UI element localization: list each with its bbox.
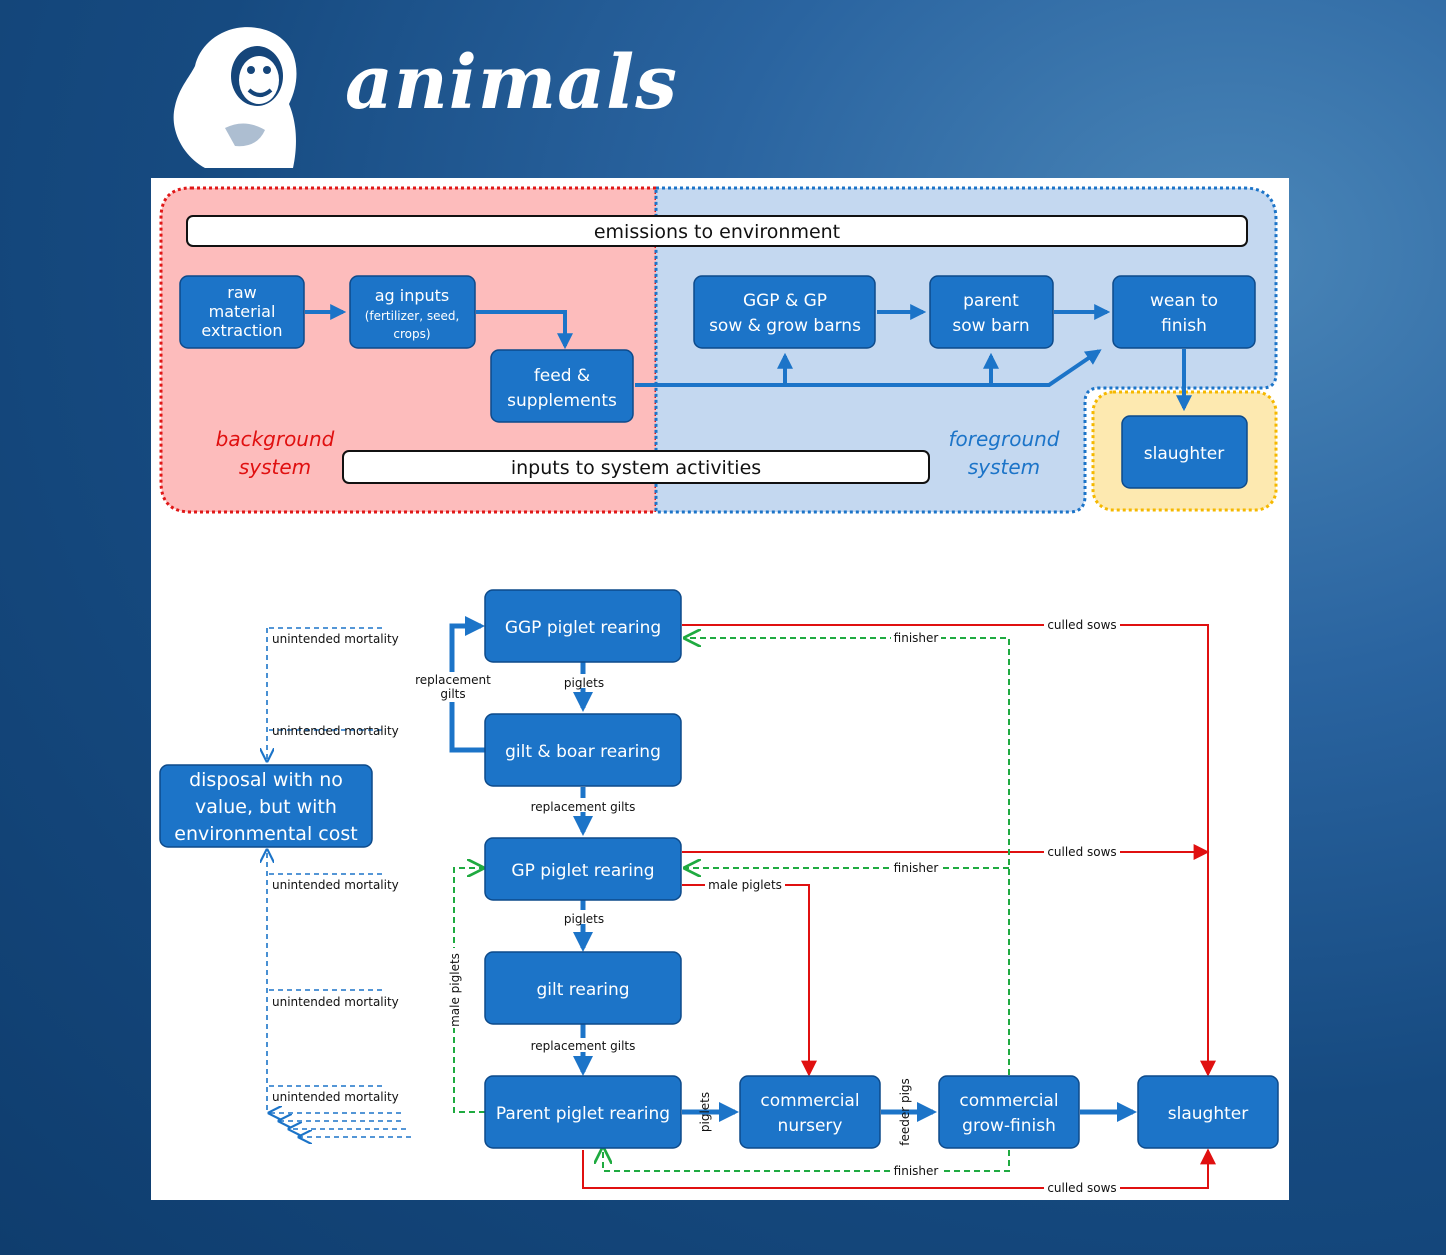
parent-piglet-rearing-box: Parent piglet rearing xyxy=(484,1075,682,1149)
svg-text:slaughter: slaughter xyxy=(1144,444,1224,464)
svg-text:finisher: finisher xyxy=(894,631,939,645)
svg-text:unintended mortality: unintended mortality xyxy=(272,632,399,646)
svg-text:extraction: extraction xyxy=(201,321,282,340)
svg-text:slaughter: slaughter xyxy=(1168,1104,1248,1124)
svg-text:sow barn: sow barn xyxy=(952,316,1029,336)
svg-text:unintended mortality: unintended mortality xyxy=(272,878,399,892)
top-slaughter-box: slaughter xyxy=(1121,415,1248,489)
svg-text:sow & grow barns: sow & grow barns xyxy=(709,316,861,336)
ggp-gp-barns-box: GGP & GP sow & grow barns xyxy=(693,275,876,349)
svg-text:feed &: feed & xyxy=(534,366,590,386)
svg-text:feeder pigs: feeder pigs xyxy=(898,1078,912,1146)
svg-text:piglets: piglets xyxy=(698,1092,712,1132)
ag-inputs-box: ag inputs (fertilizer, seed, crops) xyxy=(349,275,476,349)
svg-text:GP piglet rearing: GP piglet rearing xyxy=(511,861,654,881)
svg-text:male piglets: male piglets xyxy=(448,953,462,1027)
svg-text:unintended mortality: unintended mortality xyxy=(272,724,399,738)
svg-text:commercial: commercial xyxy=(959,1091,1058,1111)
svg-text:piglets: piglets xyxy=(564,912,604,926)
ggp-piglet-rearing-box: GGP piglet rearing xyxy=(484,589,682,663)
svg-text:grow-finish: grow-finish xyxy=(962,1116,1056,1136)
background-system-zone xyxy=(159,186,658,514)
svg-text:environmental cost: environmental cost xyxy=(174,823,357,845)
diagram-panel: emissions to environment inputs to syste… xyxy=(151,178,1289,1200)
svg-text:material: material xyxy=(209,302,276,321)
page-title: animals xyxy=(345,40,678,126)
gilt-rearing-box: gilt rearing xyxy=(484,951,682,1025)
svg-text:wean to: wean to xyxy=(1150,291,1218,311)
piglet-flows xyxy=(449,616,1137,1122)
svg-text:replacement gilts: replacement gilts xyxy=(531,1039,636,1053)
inputs-label: inputs to system activities xyxy=(511,457,761,479)
culled-sows-flows xyxy=(582,624,1216,1189)
emissions-label: emissions to environment xyxy=(594,221,840,243)
background-system-label: system xyxy=(239,455,311,479)
emissions-bar: emissions to environment xyxy=(186,215,1248,247)
svg-text:GGP piglet rearing: GGP piglet rearing xyxy=(505,618,661,638)
inputs-bar: inputs to system activities xyxy=(342,450,930,484)
gilt-boar-rearing-box: gilt & boar rearing xyxy=(484,713,682,787)
raw-material-box: raw material extraction xyxy=(179,275,305,349)
svg-text:culled sows: culled sows xyxy=(1047,618,1116,632)
svg-text:crops): crops) xyxy=(393,327,430,341)
parent-sow-barn-box: parent sow barn xyxy=(929,275,1054,349)
svg-text:finisher: finisher xyxy=(894,1164,939,1178)
background-system-label: background xyxy=(216,427,335,451)
svg-text:finish: finish xyxy=(1161,316,1207,336)
commercial-grow-finish-box: commercial grow-finish xyxy=(938,1075,1080,1149)
svg-text:value, but with: value, but with xyxy=(195,796,337,818)
disposal-box: disposal with no value, but with environ… xyxy=(159,764,373,848)
top-flow-arrows xyxy=(305,304,1192,412)
svg-text:piglets: piglets xyxy=(564,676,604,690)
svg-text:replacement gilts: replacement gilts xyxy=(531,800,636,814)
svg-text:gilt rearing: gilt rearing xyxy=(536,980,629,1000)
svg-text:male piglets: male piglets xyxy=(708,878,782,892)
svg-text:unintended mortality: unintended mortality xyxy=(272,1090,399,1104)
mortality-flows xyxy=(267,627,411,1137)
commercial-nursery-box: commercial nursery xyxy=(739,1075,881,1149)
feed-supplements-box: feed & supplements xyxy=(490,349,634,423)
gp-piglet-rearing-box: GP piglet rearing xyxy=(484,837,682,901)
foreground-system-label: foreground xyxy=(948,427,1059,451)
wean-to-finish-box: wean to finish xyxy=(1112,275,1256,349)
svg-text:(fertilizer, seed,: (fertilizer, seed, xyxy=(365,309,460,323)
bottom-slaughter-box: slaughter xyxy=(1137,1075,1279,1149)
svg-text:parent: parent xyxy=(963,291,1019,311)
gorilla-logo-icon xyxy=(173,27,297,168)
flow-labels: unintended mortality unintended mortalit… xyxy=(272,618,1120,1195)
svg-text:disposal with no: disposal with no xyxy=(189,769,343,791)
svg-text:gilt & boar rearing: gilt & boar rearing xyxy=(505,742,661,762)
svg-text:ag inputs: ag inputs xyxy=(375,286,450,305)
svg-text:culled sows: culled sows xyxy=(1047,1181,1116,1195)
svg-text:raw: raw xyxy=(227,283,256,302)
svg-text:commercial: commercial xyxy=(760,1091,859,1111)
svg-text:nursery: nursery xyxy=(778,1116,843,1136)
svg-text:supplements: supplements xyxy=(507,391,617,411)
svg-text:finisher: finisher xyxy=(894,861,939,875)
foreground-system-zone xyxy=(654,186,1278,514)
svg-text:unintended mortality: unintended mortality xyxy=(272,995,399,1009)
svg-text:Parent piglet rearing: Parent piglet rearing xyxy=(496,1104,670,1124)
svg-text:culled sows: culled sows xyxy=(1047,845,1116,859)
foreground-system-label: system xyxy=(968,455,1040,479)
svg-text:GGP & GP: GGP & GP xyxy=(743,291,827,311)
svg-text:replacement: replacement xyxy=(415,673,491,687)
svg-text:gilts: gilts xyxy=(440,687,465,701)
